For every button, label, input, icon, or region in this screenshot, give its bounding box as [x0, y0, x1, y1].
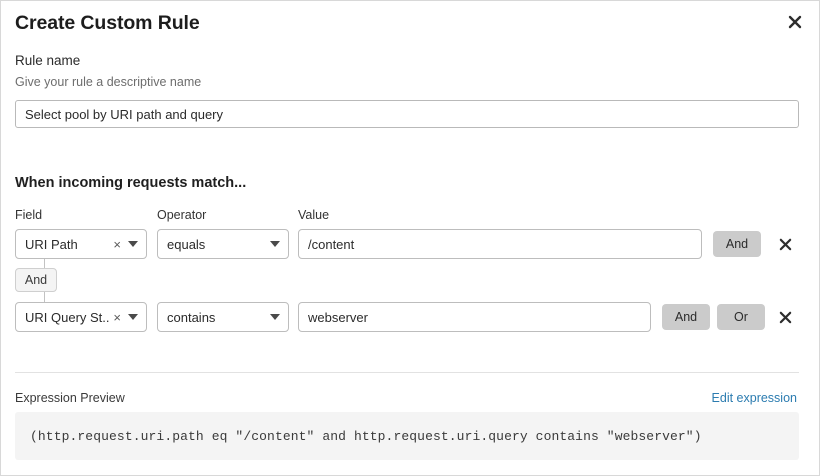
value-input-2[interactable]: [298, 302, 651, 332]
field-select-value-2: URI Query St...: [25, 309, 111, 325]
chevron-down-icon[interactable]: [124, 241, 146, 247]
chevron-down-icon[interactable]: [266, 241, 288, 247]
clear-icon[interactable]: ×: [113, 236, 121, 252]
group-connector-and[interactable]: And: [15, 268, 57, 292]
field-select-2[interactable]: URI Query St... ×: [15, 302, 147, 332]
expression-preview-box: (http.request.uri.path eq "/content" and…: [15, 412, 799, 460]
connector-line-bottom: [44, 292, 45, 302]
rule-name-label: Rule name: [15, 53, 81, 68]
rule-name-input[interactable]: [15, 100, 799, 128]
page-title: Create Custom Rule: [15, 12, 200, 34]
operator-select-1[interactable]: equals: [157, 229, 289, 259]
match-heading: When incoming requests match...: [15, 175, 247, 191]
expression-preview-label: Expression Preview: [15, 391, 125, 405]
value-input-1[interactable]: [298, 229, 702, 259]
or-button-2[interactable]: Or: [717, 304, 765, 330]
operator-select-value-2: contains: [167, 309, 216, 325]
expression-preview-text: (http.request.uri.path eq "/content" and…: [30, 428, 702, 444]
clear-icon[interactable]: ×: [113, 309, 121, 325]
connector-line-top: [44, 259, 45, 269]
chevron-down-icon[interactable]: [124, 314, 146, 320]
edit-expression-link[interactable]: Edit expression: [711, 391, 797, 405]
delete-icon[interactable]: [775, 307, 795, 327]
field-select-value-1: URI Path: [25, 236, 78, 252]
column-header-operator: Operator: [157, 208, 207, 222]
chevron-down-icon[interactable]: [266, 314, 288, 320]
section-divider: [15, 372, 799, 373]
and-button-2[interactable]: And: [662, 304, 710, 330]
operator-select-value-1: equals: [167, 236, 206, 252]
rule-name-hint: Give your rule a descriptive name: [15, 75, 202, 89]
close-icon[interactable]: [785, 12, 805, 32]
field-select-1[interactable]: URI Path ×: [15, 229, 147, 259]
column-header-field: Field: [15, 208, 43, 222]
column-header-value: Value: [298, 208, 330, 222]
and-button-1[interactable]: And: [713, 231, 761, 257]
dialog-header: Create Custom Rule: [15, 9, 805, 41]
operator-select-2[interactable]: contains: [157, 302, 289, 332]
delete-icon[interactable]: [775, 234, 795, 254]
